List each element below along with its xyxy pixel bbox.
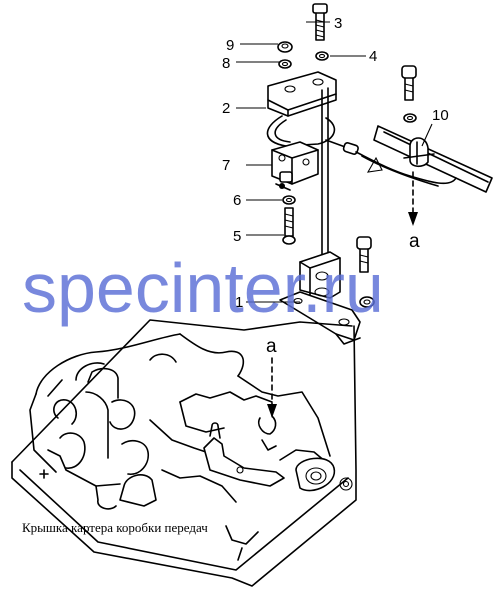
- callout-leaders: [236, 21, 433, 303]
- callout-7: 7: [222, 157, 230, 174]
- washer-4: [315, 51, 329, 61]
- callout-10: 10: [432, 107, 449, 124]
- washer-9: [277, 41, 293, 53]
- bolt-right: [401, 65, 417, 101]
- bolt-5: [282, 207, 296, 245]
- callout-3: 3: [334, 15, 342, 32]
- switch-7: [271, 141, 319, 191]
- callout-9: 9: [226, 37, 234, 54]
- callout-8: 8: [222, 55, 230, 72]
- diagram-caption: Крышка картера коробки передач: [22, 520, 208, 535]
- cable-line-2: [361, 155, 439, 187]
- callout-1: 1: [235, 294, 243, 311]
- watermark: specinter.ru: [22, 249, 384, 327]
- transmission-case-cover: [11, 319, 357, 587]
- view-arrow-left: [267, 357, 277, 418]
- callout-6: 6: [233, 192, 241, 209]
- bolt-mid-right: [356, 236, 372, 273]
- callout-5: 5: [233, 228, 241, 245]
- bolt-3: [312, 3, 328, 41]
- cable-tube: [373, 125, 493, 193]
- washer-right: [403, 113, 417, 123]
- view-arrow-right: [408, 171, 418, 226]
- bracket-2: [267, 71, 337, 117]
- bracket-1: [279, 251, 361, 345]
- clamp-10: [403, 137, 435, 168]
- washer-6: [282, 195, 296, 205]
- view-arrow-left-label: a: [266, 336, 277, 357]
- cable-end: [366, 156, 383, 173]
- callout-2: 2: [222, 100, 230, 117]
- view-arrow-right-label: a: [409, 231, 420, 252]
- cable-line: [355, 151, 457, 185]
- callout-4: 4: [369, 48, 377, 65]
- washer-8: [278, 59, 292, 69]
- washer-bracket-1: [359, 296, 375, 308]
